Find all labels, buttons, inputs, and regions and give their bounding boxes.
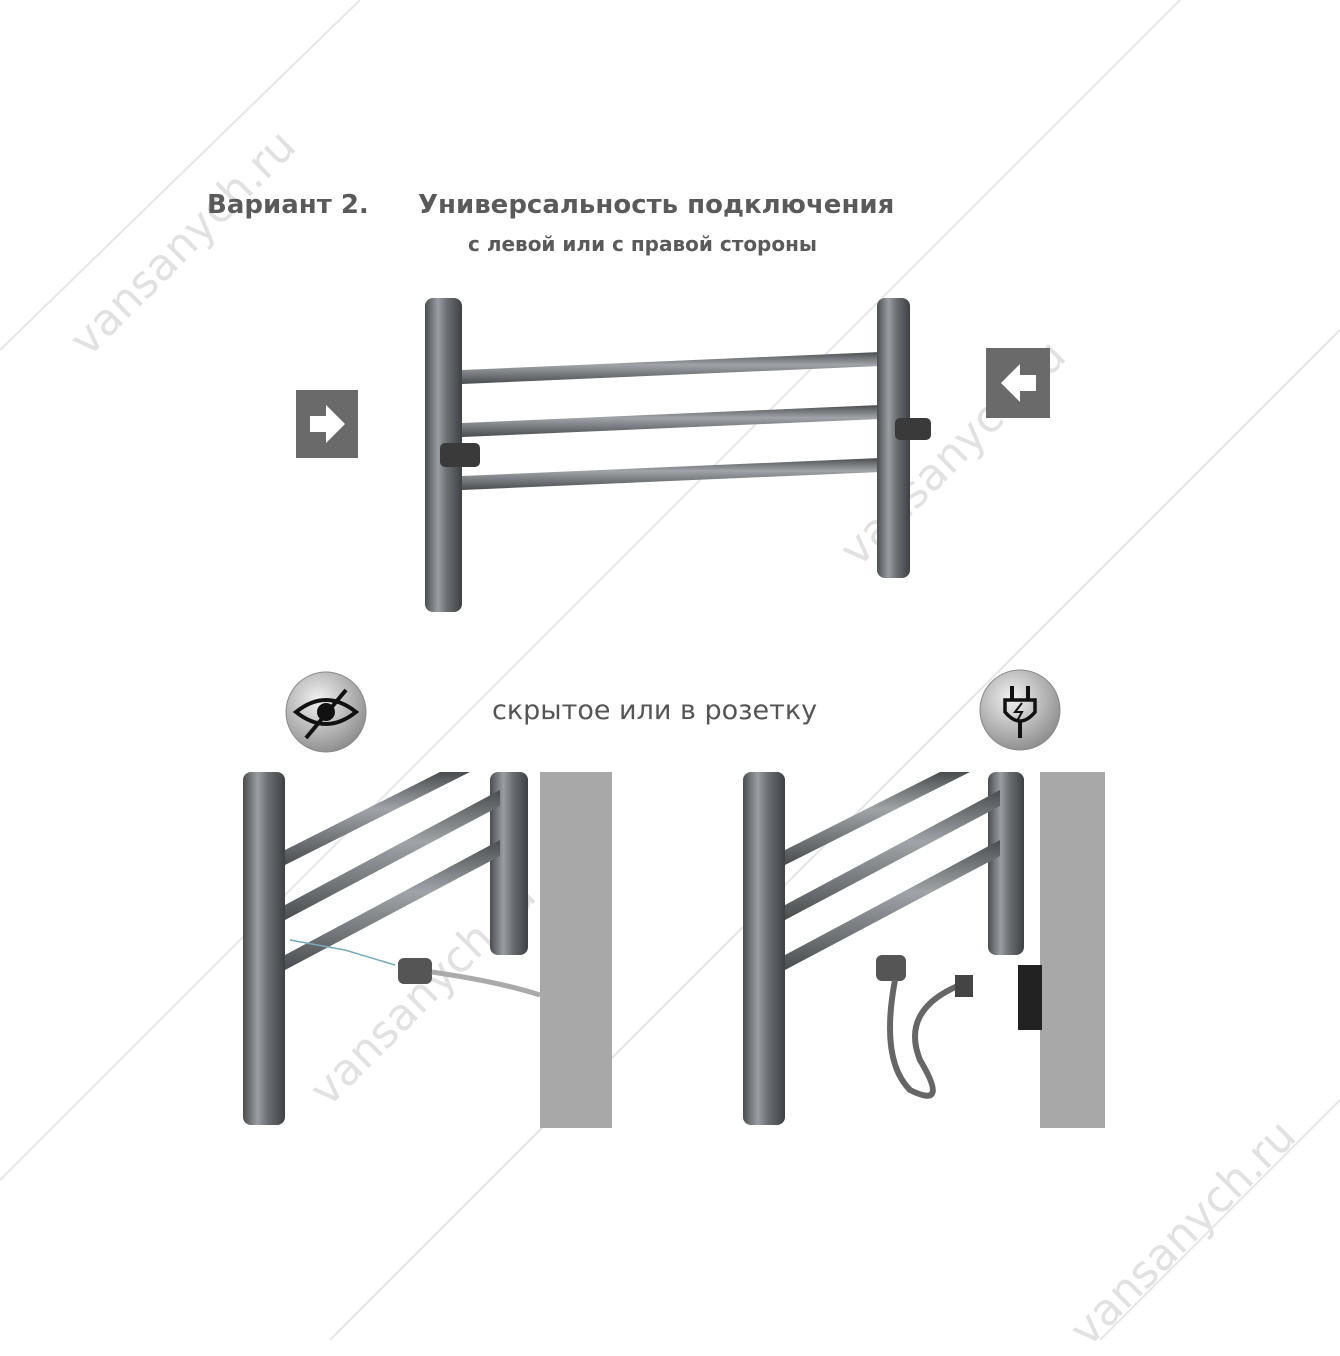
plug-icon xyxy=(979,669,1061,751)
arrow-right-icon xyxy=(296,390,358,458)
subtitle: с левой или с правой стороны xyxy=(468,232,818,256)
bottom-caption: скрытое или в розетку xyxy=(492,695,818,726)
hidden-eye-icon xyxy=(285,671,367,753)
variant-label: Вариант 2. xyxy=(207,190,369,220)
arrow-left-icon xyxy=(986,348,1050,418)
connector-right xyxy=(895,418,931,440)
wall xyxy=(1040,772,1105,1128)
hidden-connection-illustration xyxy=(243,772,612,1128)
title: Универсальность подключения xyxy=(418,190,895,220)
connector-left xyxy=(440,443,480,467)
socket-connection-illustration xyxy=(743,772,1105,1128)
towel-rail-top xyxy=(425,298,931,612)
wall xyxy=(540,772,612,1128)
